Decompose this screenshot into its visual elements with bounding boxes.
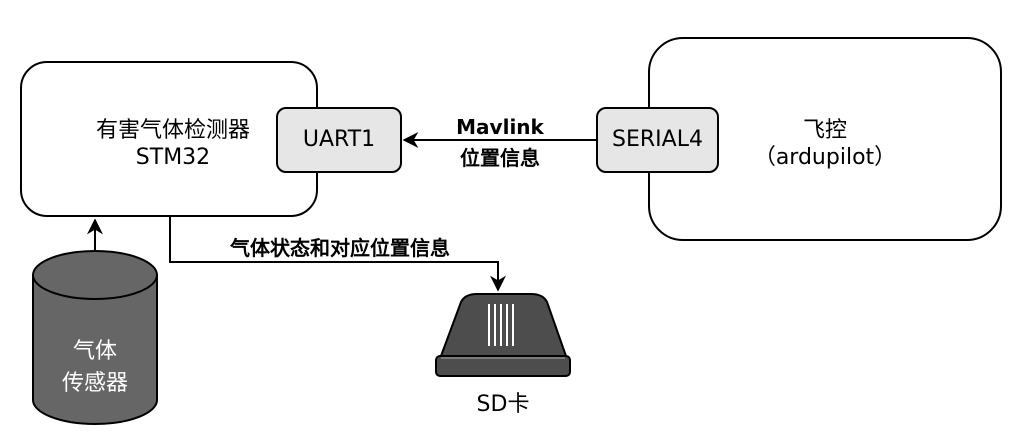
- log-arrow: [169, 216, 506, 292]
- uart1-label: UART1: [302, 127, 376, 152]
- serial4-label: SERIAL4: [612, 127, 703, 152]
- log-data-label: 气体状态和对应位置信息: [230, 236, 450, 260]
- gas-sensor-label-line2: 传感器: [61, 371, 128, 396]
- mavlink-label: Mavlink: [456, 115, 544, 139]
- gas-sensor-icon: [32, 250, 158, 425]
- uart1-port: [276, 107, 402, 173]
- gas-sensor-label-line1: 气体: [72, 339, 117, 364]
- sd-card-icon: [435, 293, 571, 377]
- stm32-title: 有害气体检测器: [95, 118, 250, 143]
- sd-card-label: SD卡: [476, 392, 530, 417]
- stm32-chip-label: STM32: [135, 145, 211, 170]
- flight-controller-firmware: （ardupilot）: [753, 145, 897, 170]
- position-info-label: 位置信息: [460, 146, 540, 170]
- flight-controller-title: 飞控: [802, 118, 847, 143]
- serial4-port: [596, 107, 719, 173]
